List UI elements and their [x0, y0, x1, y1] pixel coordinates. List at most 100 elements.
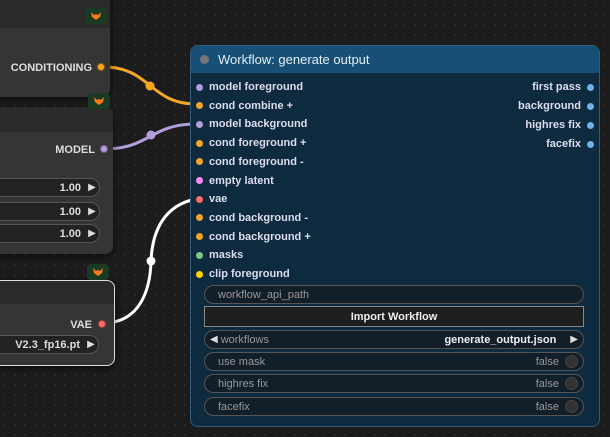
increment-arrow-icon[interactable]: ▶	[88, 228, 96, 239]
input-slot-label: cond foreground +	[209, 137, 307, 150]
conditioning-output-label: CONDITIONING	[10, 62, 92, 74]
workflow-node-header[interactable]: Workflow: generate output	[191, 46, 599, 73]
input-slot-dot[interactable]	[196, 120, 203, 128]
import-workflow-button[interactable]: Import Workflow	[204, 306, 584, 327]
output-slot-label: first pass	[532, 81, 581, 93]
toggle-label: facefix	[218, 400, 250, 413]
workflow-output-slot[interactable]: background	[518, 97, 599, 115]
fox-icon	[93, 268, 103, 276]
input-slot-label: vae	[209, 193, 228, 206]
workflow-input-slot[interactable]: cond foreground -	[191, 153, 304, 171]
workflow-input-slot[interactable]: vae	[191, 190, 227, 208]
vae-node-title[interactable]	[0, 281, 114, 304]
vae-output-slot[interactable]	[98, 320, 106, 328]
vae-wire-midpoint[interactable]	[146, 256, 156, 266]
model-output-label: MODEL	[55, 144, 95, 156]
input-slot-label: empty latent	[209, 174, 274, 187]
input-slot-label: cond background -	[209, 211, 308, 224]
model-wire-midpoint[interactable]	[146, 130, 156, 140]
workflow-input-slot[interactable]: masks	[191, 246, 243, 264]
output-slot-label: highres fix	[525, 119, 581, 131]
vae-node-fox-badge	[87, 264, 109, 280]
input-slot-label: cond background +	[209, 230, 311, 243]
output-slot-dot[interactable]	[587, 102, 594, 110]
input-slot-dot[interactable]	[196, 214, 203, 222]
workflows-label: workflows	[220, 333, 269, 346]
model-output-slot[interactable]	[100, 145, 108, 153]
input-slot-dot[interactable]	[196, 270, 203, 278]
toggle-knob[interactable]	[565, 400, 578, 413]
model-strength-widget-1[interactable]: 1.00 ▶	[0, 178, 100, 197]
facefix-toggle[interactable]: facefix false	[204, 397, 584, 416]
widget-value: 1.00	[59, 205, 81, 218]
workflow-input-slot[interactable]: empty latent	[191, 172, 274, 190]
toggle-value: false	[535, 355, 559, 368]
prev-arrow-icon[interactable]: ◀	[210, 334, 218, 345]
input-slot-label: masks	[209, 249, 244, 262]
input-slot-dot[interactable]	[196, 177, 203, 184]
vae-name-widget[interactable]: V2.3_fp16.pt ▶	[0, 335, 99, 354]
workflow-input-slot[interactable]: clip foreground	[191, 265, 290, 283]
increment-arrow-icon[interactable]: ▶	[88, 182, 96, 193]
input-slot-dot[interactable]	[196, 83, 203, 91]
output-slot-dot[interactable]	[587, 140, 594, 148]
workflow-input-slot[interactable]: cond combine +	[191, 97, 293, 115]
workflows-value: generate_output.json	[444, 333, 557, 346]
workflows-select[interactable]: ◀ workflows generate_output.json ▶	[204, 330, 584, 349]
increment-arrow-icon[interactable]: ▶	[87, 339, 95, 350]
workflow-output-slot[interactable]: facefix	[546, 135, 599, 153]
highres-fix-toggle[interactable]: highres fix false	[204, 374, 584, 393]
toggle-value: false	[535, 377, 559, 390]
input-slot-dot[interactable]	[196, 139, 203, 147]
output-slot-label: facefix	[546, 138, 581, 150]
model-strength-widget-2[interactable]: 1.00 ▶	[0, 202, 100, 221]
vae-node[interactable]: VAE V2.3_fp16.pt ▶	[0, 280, 115, 366]
toggle-value: false	[535, 400, 559, 413]
model-node[interactable]: MODEL 1.00 ▶ 1.00 ▶ 1.00 ▶	[0, 107, 113, 254]
increment-arrow-icon[interactable]: ▶	[88, 206, 96, 217]
conditioning-wire-midpoint[interactable]	[145, 81, 155, 91]
input-slot-label: cond combine +	[209, 99, 294, 112]
conditioning-node-fox-badge	[85, 8, 107, 24]
conditioning-output-slot[interactable]	[97, 63, 105, 71]
output-slot-dot[interactable]	[587, 83, 594, 91]
output-slot-dot[interactable]	[587, 121, 594, 129]
workflow-input-slot[interactable]: cond background -	[191, 209, 308, 227]
fox-icon	[91, 12, 101, 20]
input-slot-label: clip foreground	[209, 268, 290, 280]
model-node-fox-badge	[88, 93, 110, 109]
input-slot-label: model background	[209, 118, 308, 131]
input-slot-label: cond foreground -	[209, 155, 304, 168]
workflow-input-slot[interactable]: cond background +	[191, 228, 311, 246]
widget-value: 1.00	[59, 181, 81, 194]
toggle-label: highres fix	[218, 377, 269, 390]
input-slot-dot[interactable]	[196, 251, 203, 259]
widget-value: V2.3_fp16.pt	[15, 338, 80, 351]
workflow-node[interactable]: Workflow: generate output model foregrou…	[190, 45, 600, 427]
vae-output-label: VAE	[70, 319, 92, 331]
use-mask-toggle[interactable]: use mask false	[204, 352, 584, 371]
input-slot-dot[interactable]	[196, 158, 203, 166]
widget-value: 1.00	[59, 227, 81, 240]
workflow-output-slot[interactable]: highres fix	[525, 116, 599, 134]
workflow-input-slot[interactable]: cond foreground +	[191, 134, 306, 152]
input-slot-dot[interactable]	[196, 233, 203, 241]
workflow-api-path-field[interactable]: workflow_api_path	[204, 285, 584, 304]
collapse-toggle-icon[interactable]	[200, 55, 209, 64]
workflow-node-title: Workflow: generate output	[218, 52, 370, 67]
workflow-output-slot[interactable]: first pass	[532, 78, 599, 96]
input-slot-dot[interactable]	[196, 102, 203, 110]
toggle-knob[interactable]	[565, 355, 578, 368]
model-strength-widget-3[interactable]: 1.00 ▶	[0, 224, 100, 243]
toggle-label: use mask	[218, 355, 266, 368]
toggle-knob[interactable]	[565, 377, 578, 390]
api-path-label: workflow_api_path	[218, 288, 310, 301]
input-slot-dot[interactable]	[196, 195, 203, 203]
fox-icon	[94, 97, 104, 105]
next-arrow-icon[interactable]: ▶	[570, 334, 578, 345]
workflow-input-slot[interactable]: model foreground	[191, 78, 303, 96]
output-slot-label: background	[518, 100, 581, 112]
model-node-title[interactable]	[0, 107, 113, 132]
workflow-input-slot[interactable]: model background	[191, 115, 307, 133]
